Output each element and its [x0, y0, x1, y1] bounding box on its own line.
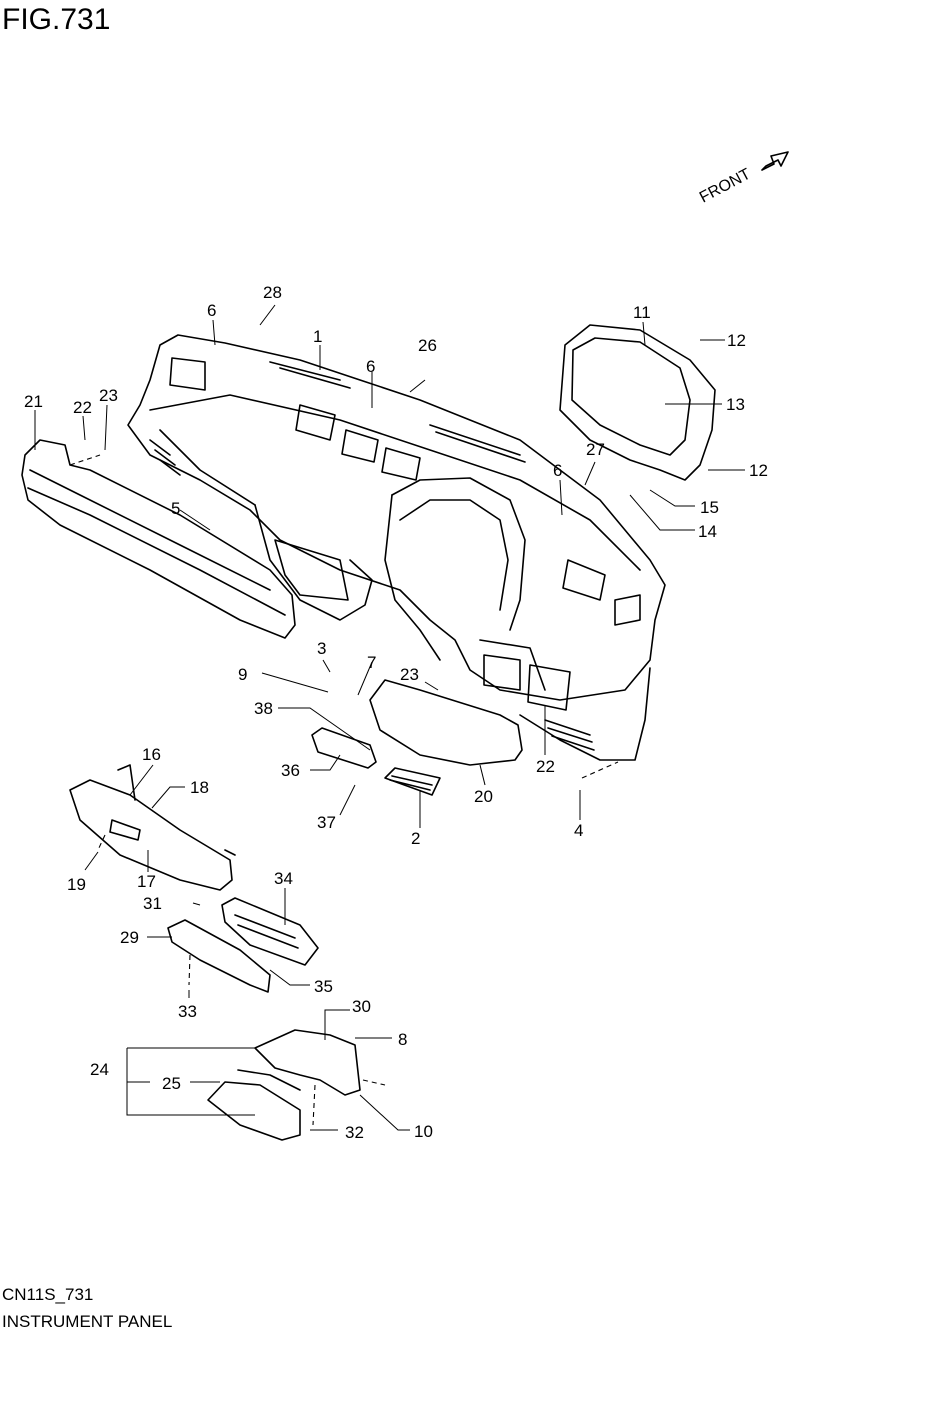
callout-3: 3 [317, 639, 326, 658]
callout-38: 38 [254, 699, 273, 718]
callout-2: 2 [411, 829, 420, 848]
callout-20: 20 [474, 787, 493, 806]
callout-24: 24 [90, 1060, 109, 1079]
callout-11: 11 [633, 303, 651, 322]
callout-22b: 22 [536, 757, 555, 776]
callout-30: 30 [352, 997, 371, 1016]
callout-8: 8 [398, 1030, 407, 1049]
callout-15: 15 [700, 498, 719, 517]
callout-17: 17 [137, 872, 156, 891]
callout-35: 35 [314, 977, 333, 996]
part-29-bracket [167, 919, 271, 993]
callout-36: 36 [281, 761, 300, 780]
callout-6a: 6 [207, 301, 216, 320]
callout-7: 7 [367, 653, 376, 672]
part-20-lower-cover [369, 679, 523, 766]
callout-27: 27 [586, 440, 605, 459]
part-25-glove-box-tray [207, 1081, 301, 1141]
callout-9: 9 [238, 665, 247, 684]
leader-lines [34, 304, 745, 1131]
callout-18: 18 [190, 778, 209, 797]
callout-16: 16 [142, 745, 161, 764]
callout-32: 32 [345, 1123, 364, 1142]
callout-34: 34 [274, 869, 293, 888]
callout-14: 14 [698, 522, 717, 541]
part-30-glove-box-case [254, 1029, 361, 1096]
figure-title: FIG.731 [2, 3, 111, 36]
callout-33: 33 [178, 1002, 197, 1021]
callout-4: 4 [574, 821, 583, 840]
part-34-switch-panel [221, 897, 319, 966]
callout-26: 26 [418, 336, 437, 355]
callout-13: 13 [726, 395, 745, 414]
callout-12b: 12 [749, 461, 768, 480]
part-21-side-trim [21, 439, 296, 639]
callout-6c: 6 [553, 461, 562, 480]
callout-labels: 1 2 3 4 5 6 6 6 7 8 9 10 11 12 12 13 14 … [24, 283, 768, 1142]
callout-1: 1 [313, 327, 322, 346]
callout-19: 19 [67, 875, 86, 894]
part-17-lower-panel [69, 779, 233, 891]
callout-28: 28 [263, 283, 282, 302]
callout-22a: 22 [73, 398, 92, 417]
callout-5: 5 [171, 499, 180, 518]
callout-10: 10 [414, 1122, 433, 1141]
front-arrow-icon [761, 151, 789, 171]
callout-37: 37 [317, 813, 336, 832]
part-11-meter-hood [559, 324, 716, 481]
callout-23a: 23 [99, 386, 118, 405]
callout-29: 29 [120, 928, 139, 947]
callout-6b: 6 [366, 357, 375, 376]
callout-21: 21 [24, 392, 43, 411]
callout-12a: 12 [727, 331, 746, 350]
instrument-panel-body [127, 334, 666, 761]
callout-31: 31 [143, 894, 162, 913]
callout-23b: 23 [400, 665, 419, 684]
figure-code: CN11S_731 [2, 1285, 94, 1304]
callout-25: 25 [162, 1074, 181, 1093]
front-direction-indicator: FRONT [697, 151, 789, 207]
part-36-trim-strip [311, 727, 377, 769]
figure-caption: INSTRUMENT PANEL [2, 1312, 173, 1331]
front-label: FRONT [697, 166, 754, 207]
